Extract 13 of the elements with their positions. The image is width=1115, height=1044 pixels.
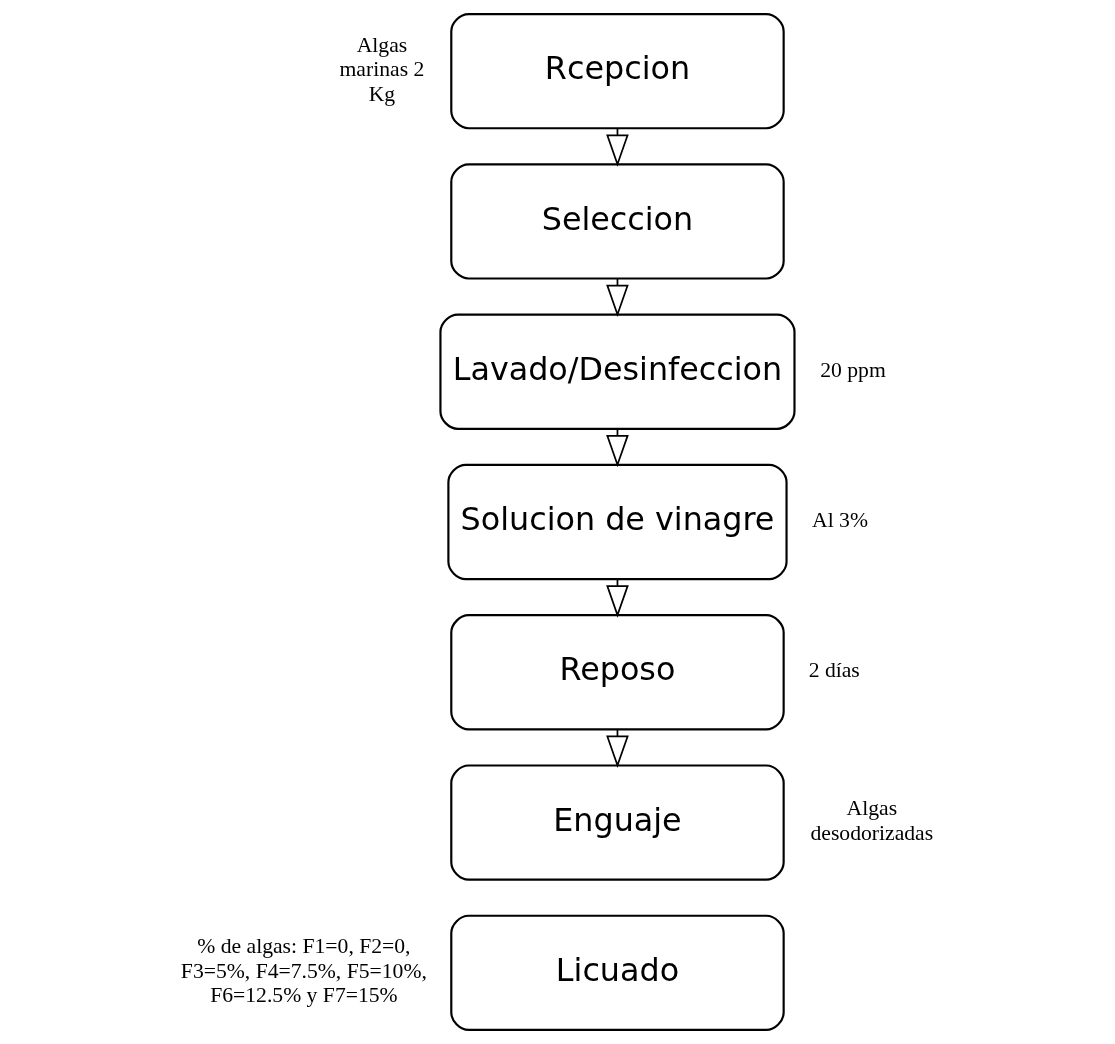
node-label: Al 3% [812, 508, 868, 533]
node-box: Solucion de vinagre [447, 463, 788, 581]
node-label: 20 ppm [820, 357, 886, 382]
node-box: Rcepcion [450, 12, 785, 130]
node-box: Lavado/Desinfeccion [439, 313, 796, 430]
node-box: Licuado [450, 914, 785, 1032]
node-box: Reposo [450, 614, 785, 731]
node-label: Algas marinas 2 Kg [339, 32, 425, 106]
node-label: 2 días [808, 658, 860, 683]
node-label: % de algas: F1=0, F2=0, F3=5%, F4=7.5%, F5=10%, F6=12.5% y F7=15% [180, 934, 427, 1008]
node-box: Enguaje [450, 764, 785, 881]
node-box: Seleccion [450, 163, 785, 280]
node-label: Algas desodorizadas [810, 796, 934, 845]
